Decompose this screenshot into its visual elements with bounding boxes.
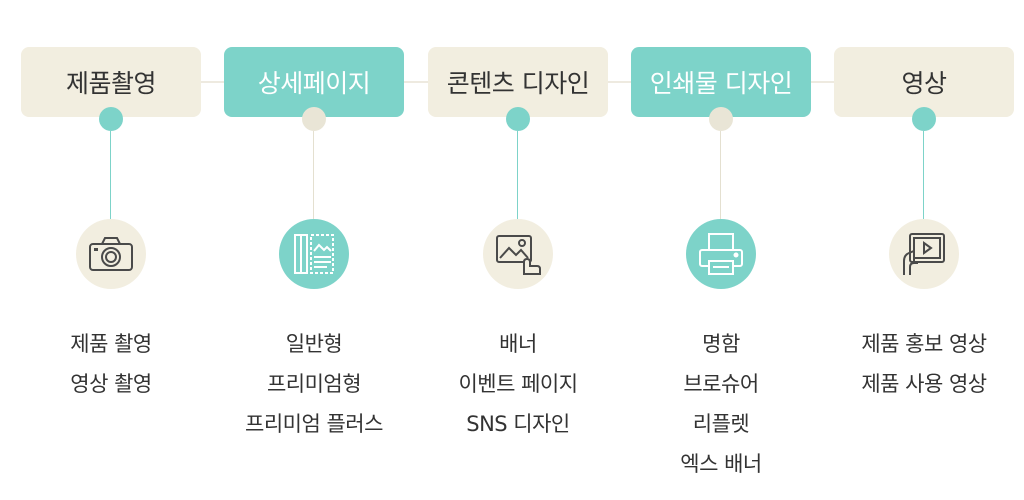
printer-icon	[686, 219, 756, 289]
list-item: 제품 사용 영상	[861, 372, 987, 396]
detail-page-icon	[279, 219, 349, 289]
camera-icon	[76, 219, 146, 289]
step-connector	[110, 131, 111, 219]
tab-content-design[interactable]: 콘텐츠 디자인	[428, 47, 608, 117]
list-item: 제품 촬영	[70, 332, 152, 356]
list-item: 프리미엄형	[266, 372, 362, 396]
video-tablet-icon	[889, 219, 959, 289]
list-item: 배너	[499, 332, 537, 356]
step-connector	[720, 131, 721, 219]
item-list: 제품 홍보 영상 제품 사용 영상	[834, 324, 1014, 404]
step-print-design: 인쇄물 디자인 명함 브로슈어 리플렛 엑스 배너	[631, 0, 811, 500]
tab-detail-page[interactable]: 상세페이지	[224, 47, 404, 117]
step-connector	[313, 131, 314, 219]
step-dot	[912, 107, 936, 131]
tab-video[interactable]: 영상	[834, 47, 1014, 117]
item-list: 일반형 프리미엄형 프리미엄 플러스	[224, 324, 404, 444]
list-item: 이벤트 페이지	[458, 372, 578, 396]
step-connector	[517, 131, 518, 219]
list-item: 프리미엄 플러스	[245, 412, 383, 436]
list-item: 엑스 배너	[680, 452, 762, 476]
step-connector	[923, 131, 924, 219]
list-item: SNS 디자인	[466, 412, 570, 436]
step-video: 영상 제품 홍보 영상 제품 사용 영상	[834, 0, 1014, 500]
step-detail-page: 상세페이지 일반형 프리미엄형 프리미엄 플러스	[224, 0, 404, 500]
step-dot	[99, 107, 123, 131]
list-item: 제품 홍보 영상	[861, 332, 987, 356]
list-item: 영상 촬영	[70, 372, 152, 396]
tab-product-photo[interactable]: 제품촬영	[21, 47, 201, 117]
tab-print-design[interactable]: 인쇄물 디자인	[631, 47, 811, 117]
item-list: 배너 이벤트 페이지 SNS 디자인	[428, 324, 608, 444]
step-product-photo: 제품촬영 제품 촬영 영상 촬영	[21, 0, 201, 500]
image-hand-icon	[483, 219, 553, 289]
step-dot	[709, 107, 733, 131]
item-list: 명함 브로슈어 리플렛 엑스 배너	[631, 324, 811, 484]
step-dot	[506, 107, 530, 131]
list-item: 리플렛	[692, 412, 750, 436]
step-content-design: 콘텐츠 디자인 배너 이벤트 페이지 SNS 디자인	[428, 0, 608, 500]
list-item: 브로슈어	[683, 372, 759, 396]
item-list: 제품 촬영 영상 촬영	[21, 324, 201, 404]
list-item: 일반형	[285, 332, 343, 356]
list-item: 명함	[702, 332, 740, 356]
step-dot	[302, 107, 326, 131]
